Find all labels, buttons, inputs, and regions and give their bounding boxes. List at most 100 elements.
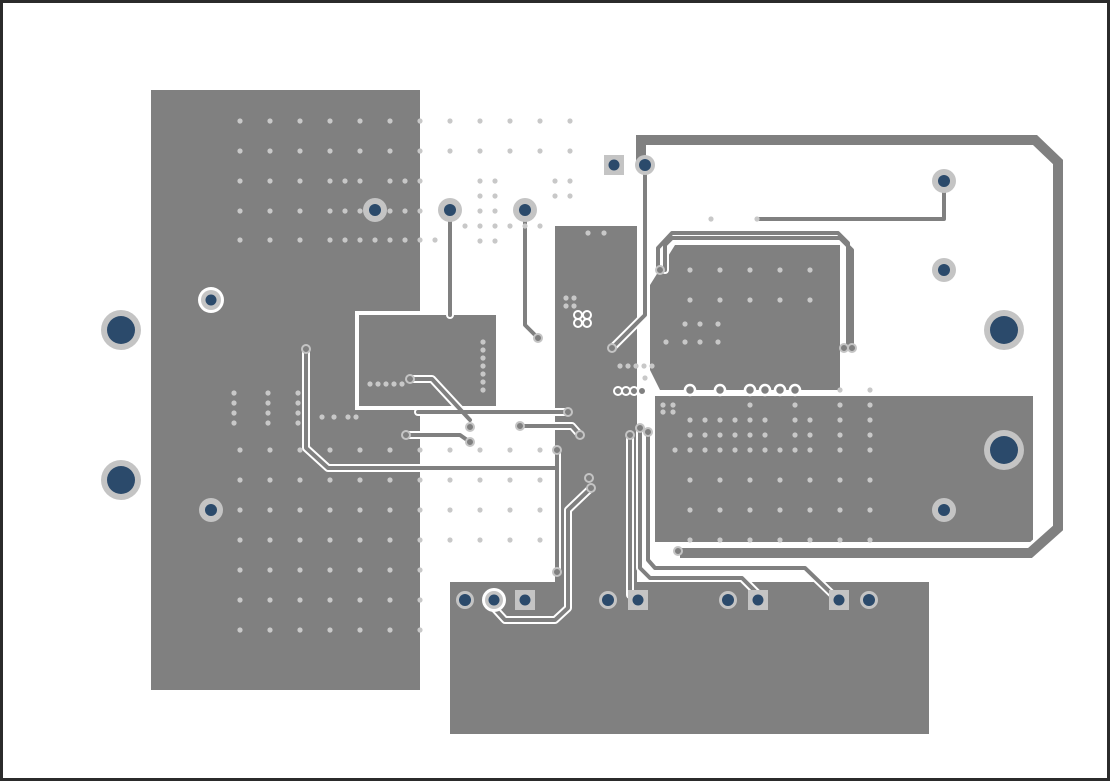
pad-drill (833, 594, 845, 606)
via (391, 381, 397, 387)
trace-via (405, 374, 415, 384)
via (747, 447, 753, 453)
center-island-pour (355, 311, 500, 410)
trace-via (563, 407, 573, 417)
via (387, 118, 393, 124)
via (342, 237, 348, 243)
via (522, 223, 528, 229)
pad-drill (205, 504, 217, 516)
via (682, 339, 688, 345)
via (582, 318, 592, 328)
via (357, 237, 363, 243)
via (777, 447, 783, 453)
via (792, 447, 798, 453)
via (837, 417, 843, 423)
via (773, 383, 787, 397)
mounting-hole (990, 436, 1018, 464)
via (777, 297, 783, 303)
via (267, 118, 273, 124)
via (480, 363, 486, 369)
via (642, 375, 648, 381)
via (297, 237, 303, 243)
via (387, 567, 393, 573)
via (237, 178, 243, 184)
via (683, 383, 697, 397)
via (480, 355, 486, 361)
via (747, 537, 753, 543)
via (747, 477, 753, 483)
via (387, 237, 393, 243)
via (327, 537, 333, 543)
via (670, 409, 676, 415)
pad-drill (369, 204, 381, 216)
via (571, 295, 577, 301)
via (732, 432, 738, 438)
via (613, 386, 623, 396)
via (417, 537, 423, 543)
via (717, 507, 723, 513)
via (237, 148, 243, 154)
via (747, 267, 753, 273)
via (492, 208, 498, 214)
via (747, 417, 753, 423)
via (792, 432, 798, 438)
trace-via (673, 546, 683, 556)
via (477, 178, 483, 184)
via (357, 477, 363, 483)
outer-trace-loop (633, 132, 1066, 561)
via (477, 223, 483, 229)
via (267, 567, 273, 573)
via (537, 223, 543, 229)
pad-drill (938, 264, 950, 276)
via (447, 447, 453, 453)
via (807, 297, 813, 303)
via (267, 507, 273, 513)
via (237, 537, 243, 543)
via (585, 230, 591, 236)
trace-via (847, 343, 857, 353)
via (295, 410, 301, 416)
via (837, 402, 843, 408)
via (237, 447, 243, 453)
via (573, 310, 583, 320)
via (649, 363, 655, 369)
via (417, 148, 423, 154)
via (372, 237, 378, 243)
via (717, 267, 723, 273)
via (702, 432, 708, 438)
pad-drill (752, 594, 764, 606)
via (267, 237, 273, 243)
via (417, 507, 423, 513)
via (231, 390, 237, 396)
via (552, 193, 558, 199)
via (713, 383, 727, 397)
pad-drill (602, 594, 614, 606)
via (267, 537, 273, 543)
via (417, 178, 423, 184)
via (807, 477, 813, 483)
via (762, 417, 768, 423)
pad-drill (938, 175, 950, 187)
lower-right-pour (655, 396, 1033, 542)
via (331, 414, 337, 420)
pad-drill (519, 594, 531, 606)
via (327, 447, 333, 453)
via (687, 267, 693, 273)
via (697, 339, 703, 345)
via (715, 321, 721, 327)
pad-drill (488, 594, 500, 606)
via (297, 567, 303, 573)
upper-right-pour (650, 245, 840, 390)
via (660, 409, 666, 415)
via (480, 371, 486, 377)
via (807, 537, 813, 543)
via (297, 597, 303, 603)
via (687, 507, 693, 513)
via (319, 414, 325, 420)
via (477, 537, 483, 543)
via (717, 477, 723, 483)
via (552, 178, 558, 184)
via (747, 507, 753, 513)
via (837, 537, 843, 543)
